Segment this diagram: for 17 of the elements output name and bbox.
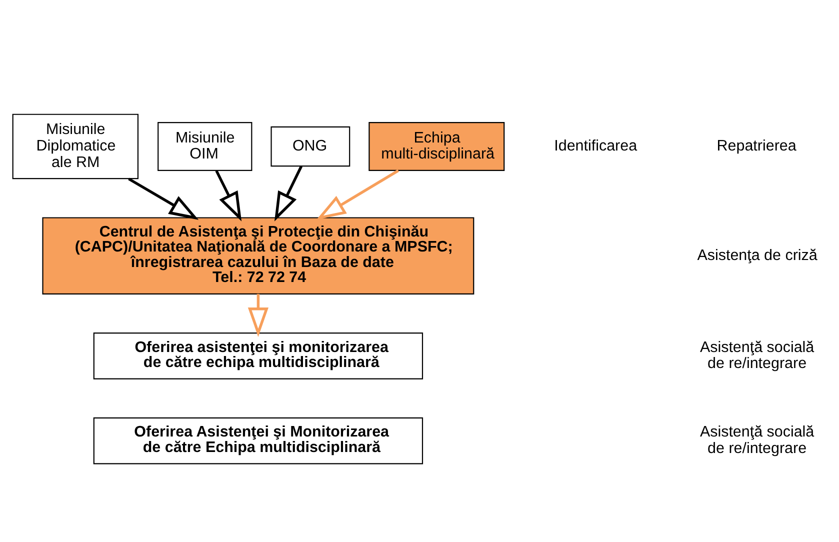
- label: Identificarea: [554, 137, 638, 154]
- node-box: Centrul de Asistenţa şi Protecţie din Chişinău (CAPC)/Unitatea Naţională de Coordonare a MPSFC; înregistrarea cazului în Baza de date Tel.: 72 72 74: [42, 216, 474, 294]
- node-box: ONG: [270, 126, 350, 166]
- label: Asistenţa de criză: [697, 246, 818, 264]
- arrow: [248, 293, 268, 336]
- node-box: Oferirea Asistenţei şi Monitorizarea de către Echipa multidisciplinară: [93, 416, 424, 464]
- label: Asistenţă socială de re/integrare: [700, 423, 814, 456]
- node-box: Misiunile OIM: [158, 122, 252, 170]
- node-box: Oferirea asistenţei şi monitorizarea de către echipa multidisciplinară: [93, 332, 424, 379]
- arrow: [215, 170, 242, 221]
- node-box: Echipa multi-disciplinară: [368, 122, 505, 170]
- arrow: [128, 177, 199, 220]
- arrow: [316, 168, 400, 220]
- label: Repatrierea: [716, 137, 796, 154]
- label: Asistenţă socială de re/integrare: [700, 338, 814, 372]
- node-box: Misiunile Diplomatice ale RM: [12, 113, 139, 179]
- arrow: [274, 165, 303, 221]
